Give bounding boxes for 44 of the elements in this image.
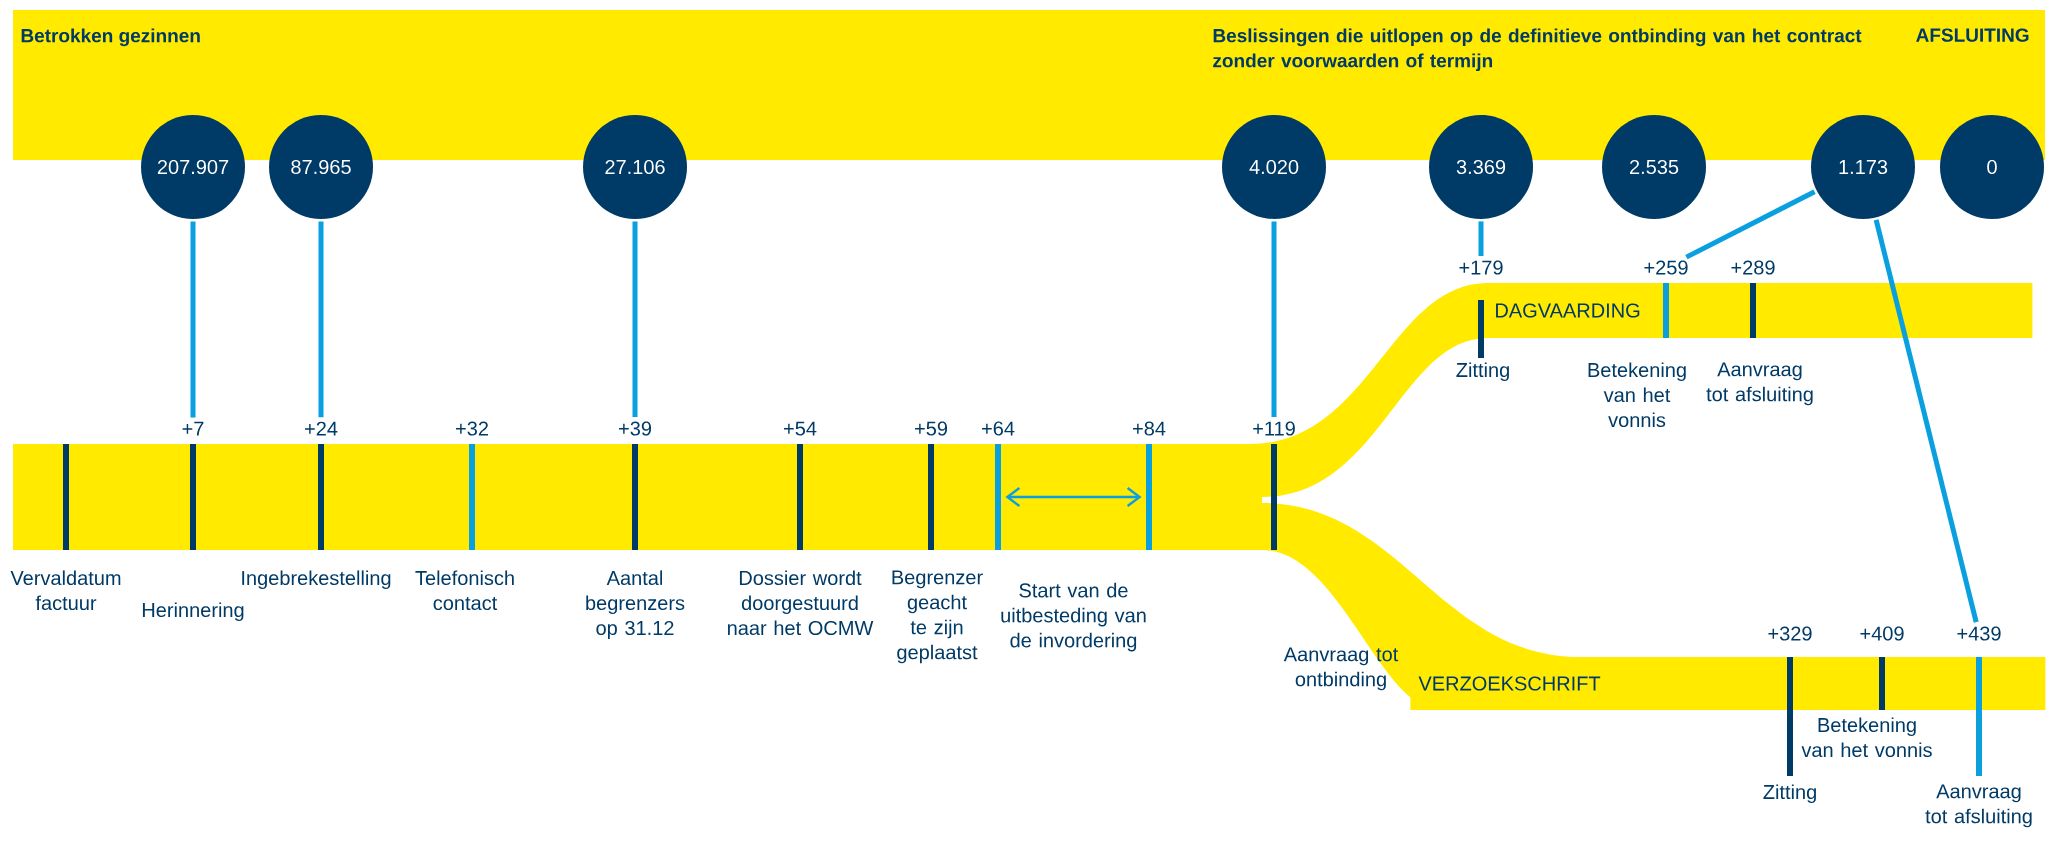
heading: Betrokken gezinnen <box>21 28 200 47</box>
day-label: +259 <box>1644 260 1688 275</box>
day-label: +329 <box>1768 626 1812 641</box>
event-label: Betekening van het vonnis <box>1801 717 1932 758</box>
day-label: +84 <box>1133 421 1166 436</box>
event-label: Aanvraag tot afsluiting <box>1925 784 2032 828</box>
day-label: +119 <box>1253 421 1295 436</box>
track-band: VERZOEKSCHRIFT <box>1410 657 2046 710</box>
leader-line <box>1271 221 1277 418</box>
edge-label: Start van de uitbesteding van de invordering <box>1001 582 1146 652</box>
event-label: Zitting <box>1456 362 1509 382</box>
day-label: +32 <box>456 421 488 436</box>
event-label: Zitting <box>1763 784 1816 804</box>
track-band: DAGVAARDING <box>1486 283 2033 338</box>
leader-line <box>1873 219 1979 623</box>
event-label: Begrenzer geacht te zijn geplaatst <box>892 570 983 664</box>
day-label: +59 <box>915 421 948 436</box>
day-label: +64 <box>982 421 1015 436</box>
event-label: Vervaldatum factuur <box>10 570 121 611</box>
leader-line <box>1685 189 1816 260</box>
arrow <box>1005 487 1142 507</box>
event-label: Aanvraag tot ontbinding <box>1283 647 1399 691</box>
leader-line <box>190 221 196 418</box>
day-label: +179 <box>1459 260 1503 275</box>
day-label: +439 <box>1957 626 2001 641</box>
heading: Beslissingen die uitlopen op de definitieve ontbinding van het contract zonder voorwaarden of termijn <box>1213 28 1862 72</box>
day-label: +24 <box>305 421 338 436</box>
event-label: Telefonisch contact <box>415 570 514 611</box>
day-label: +289 <box>1731 260 1775 275</box>
event-label: Ingebrekestelling <box>242 570 391 590</box>
event-label: Dossier wordt doorgestuurd naar het OCMW <box>728 570 874 636</box>
leader-line <box>318 221 324 418</box>
event-label: Aanvraag tot afsluiting <box>1706 362 1813 406</box>
day-label: +39 <box>619 421 652 436</box>
node-label: VERZOEKSCHRIFT <box>1418 676 1601 691</box>
leader-line <box>1478 221 1484 257</box>
heading: AFSLUITING <box>1916 28 2029 42</box>
day-label: +409 <box>1860 626 1904 641</box>
event-label: Herinnering <box>142 602 244 622</box>
event-label: Betekening van het vonnis <box>1588 362 1686 428</box>
leader-line <box>632 221 638 418</box>
event-label: Aantal begrenzers op 31.12 <box>586 570 685 640</box>
day-label: +7 <box>182 421 204 436</box>
day-label: +54 <box>784 421 817 436</box>
